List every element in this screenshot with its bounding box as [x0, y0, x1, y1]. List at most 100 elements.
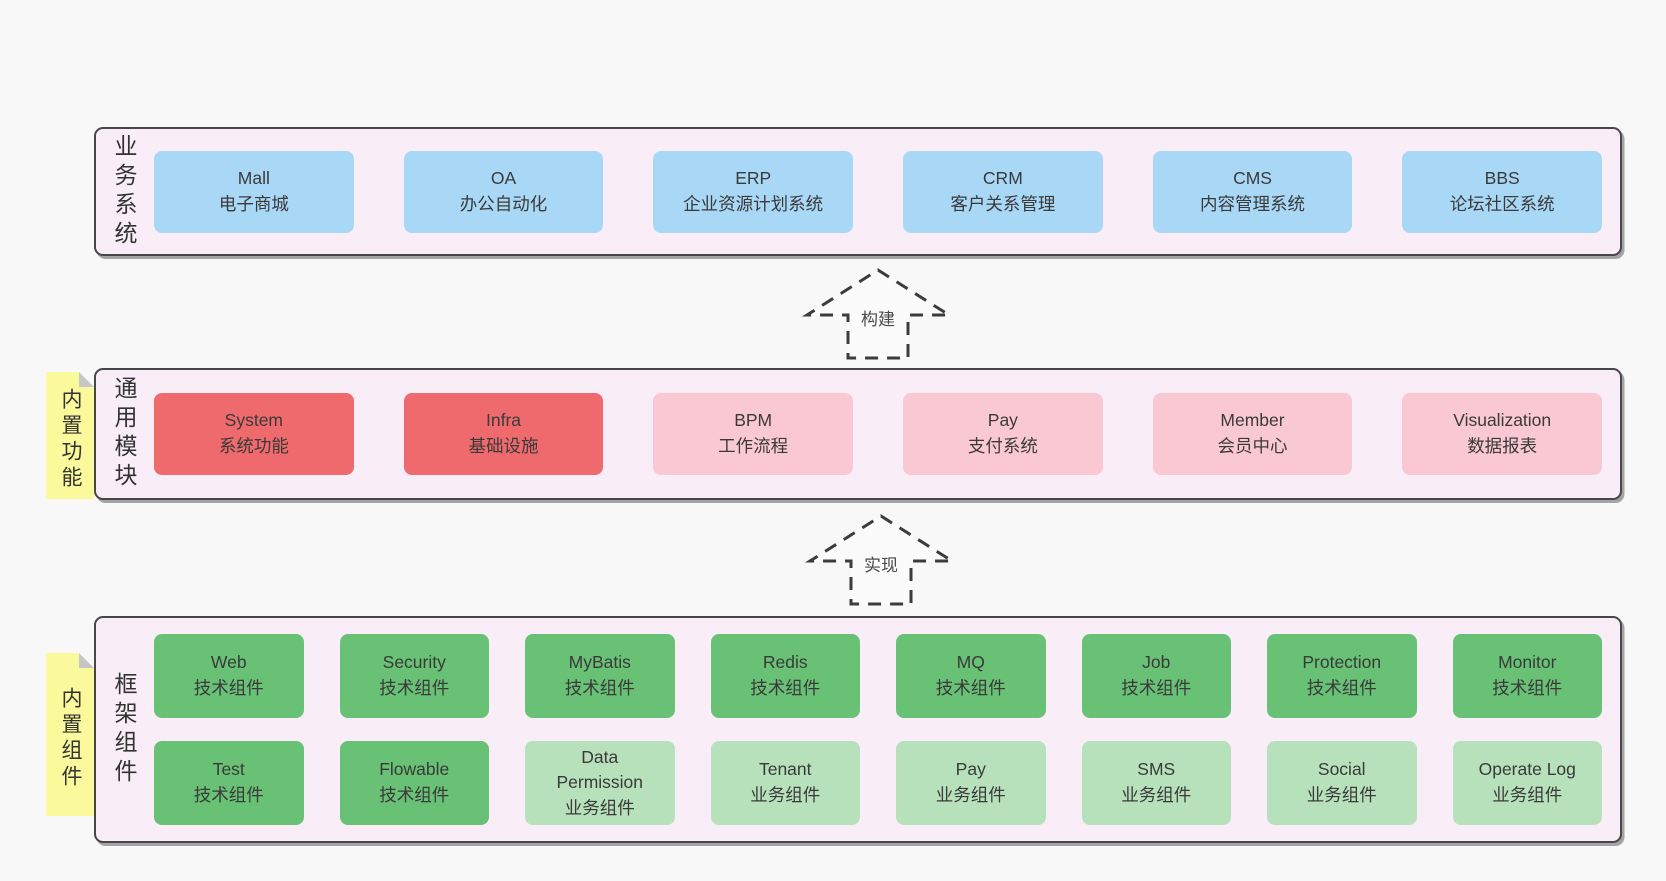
box-pay-system: Pay 支付系统: [903, 393, 1103, 475]
box-pay-component: Pay 业务组件: [896, 741, 1046, 825]
box-name: Visualization: [1453, 410, 1552, 431]
box-name: Test: [212, 759, 245, 780]
box-name: Pay: [987, 410, 1018, 431]
box-subtitle: 技术组件: [1306, 678, 1377, 698]
panel-label-framework-components: 框架组件: [96, 618, 152, 841]
arrow-build-label: 构建: [857, 304, 899, 331]
box-name: Social: [1317, 759, 1366, 780]
box-subtitle: 企业资源计划系统: [683, 193, 824, 214]
box-subtitle: 数据报表: [1467, 436, 1538, 456]
box-name: BBS: [1484, 167, 1520, 188]
panel-label-common-modules: 通用模块: [96, 370, 152, 498]
sticky-note-built-in-components: 内置组件: [46, 653, 94, 816]
note-fold-corner: [79, 372, 94, 387]
box-name: Tenant: [758, 759, 812, 780]
box-name: MQ: [956, 652, 985, 673]
box-redis: Redis 技术组件: [710, 634, 860, 718]
box-subtitle: 工作流程: [718, 436, 789, 456]
box-name: System: [224, 410, 284, 431]
box-job: Job 技术组件: [1081, 634, 1231, 718]
box-bbs: BBS 论坛社区系统: [1402, 150, 1603, 233]
box-bpm: BPM 工作流程: [653, 393, 854, 475]
panel-framework-components: 框架组件 Web 技术组件 Security 技术组件 MyBatis 技术组件…: [94, 616, 1622, 843]
business-boxes-row: Mall 电子商城 OA 办公自动化 ERP 企业资源计划系统 CRM 客户关系…: [152, 129, 1620, 254]
box-cms: CMS 内容管理系统: [1152, 150, 1353, 233]
box-subtitle: 客户关系管理: [950, 193, 1056, 214]
modules-boxes-row: System 系统功能 Infra 基础设施 BPM 工作流程 Pay 支付系统…: [152, 370, 1620, 498]
box-subtitle: 技术组件: [935, 678, 1006, 698]
box-subtitle: 基础设施: [468, 436, 539, 456]
box-sms: SMS 业务组件: [1081, 741, 1231, 825]
panel-common-modules: 通用模块 System 系统功能 Infra 基础设施 BPM 工作流程 Pay…: [94, 368, 1622, 500]
box-name: Web: [210, 652, 247, 673]
box-member: Member 会员中心: [1152, 393, 1353, 475]
box-subtitle: 业务组件: [935, 785, 1006, 805]
box-test: Test 技术组件: [154, 741, 304, 825]
box-subtitle: 电子商城: [218, 193, 289, 214]
box-name: Pay: [955, 759, 986, 780]
box-name: CRM: [982, 167, 1023, 188]
box-name: Operate Log: [1478, 759, 1576, 780]
panel-label-text: 通用模块: [111, 376, 137, 492]
box-subtitle: 技术组件: [1121, 678, 1192, 698]
box-subtitle: 技术组件: [750, 678, 821, 698]
arrow-build: 构建: [801, 266, 955, 361]
box-subtitle: 会员中心: [1217, 436, 1288, 456]
box-name: MyBatis: [568, 652, 631, 673]
box-subtitle: 技术组件: [379, 785, 450, 805]
box-visualization: Visualization 数据报表: [1402, 393, 1603, 475]
box-subtitle: 技术组件: [193, 678, 264, 698]
box-subtitle: 业务组件: [1306, 785, 1377, 805]
box-name: CMS: [1233, 167, 1272, 188]
box-tenant: Tenant 业务组件: [710, 741, 860, 825]
box-subtitle: 技术组件: [379, 678, 450, 698]
box-name: Member: [1220, 410, 1285, 431]
box-subtitle: 技术组件: [193, 785, 264, 805]
box-subtitle: 业务组件: [564, 797, 635, 818]
box-subtitle: 业务组件: [750, 785, 821, 805]
panel-label-business-systems: 业务系统: [96, 129, 152, 254]
arrow-implement: 实现: [804, 512, 958, 607]
box-infra: Infra 基础设施: [403, 393, 604, 475]
box-oa: OA 办公自动化: [403, 150, 604, 233]
box-subtitle: 业务组件: [1121, 785, 1192, 805]
box-name: ERP: [735, 167, 772, 188]
box-web: Web 技术组件: [154, 634, 304, 718]
box-name: Data Permission: [556, 746, 644, 793]
box-name: Monitor: [1498, 652, 1557, 673]
box-mq: MQ 技术组件: [896, 634, 1046, 718]
box-subtitle: 技术组件: [1492, 678, 1563, 698]
arrow-implement-label: 实现: [860, 550, 902, 577]
box-operate-log: Operate Log 业务组件: [1452, 741, 1602, 825]
box-subtitle: 系统功能: [218, 436, 289, 456]
note-text: 内置组件: [59, 686, 82, 791]
box-name: SMS: [1137, 759, 1176, 780]
note-text: 内置功能: [59, 387, 82, 492]
box-monitor: Monitor 技术组件: [1452, 634, 1602, 718]
box-subtitle: 论坛社区系统: [1449, 193, 1555, 214]
box-system: System 系统功能: [154, 393, 354, 475]
box-crm: CRM 客户关系管理: [903, 150, 1103, 233]
box-subtitle: 支付系统: [967, 436, 1038, 456]
box-mybatis: MyBatis 技术组件: [525, 634, 675, 718]
sticky-note-built-in-features: 内置功能: [46, 372, 94, 499]
panel-business-systems: 业务系统 Mall 电子商城 OA 办公自动化 ERP 企业资源计划系统 CRM…: [94, 127, 1622, 256]
components-boxes-grid: Web 技术组件 Security 技术组件 MyBatis 技术组件 Redi…: [152, 618, 1620, 841]
box-security: Security 技术组件: [339, 634, 489, 718]
box-name: Infra: [485, 410, 522, 431]
panel-label-text: 业务系统: [111, 133, 137, 250]
box-name: BPM: [734, 410, 773, 431]
box-name: Job: [1142, 652, 1171, 673]
box-name: OA: [490, 167, 517, 188]
box-subtitle: 办公自动化: [459, 193, 548, 214]
box-social: Social 业务组件: [1267, 741, 1417, 825]
box-name: Mall: [237, 167, 270, 188]
box-flowable: Flowable 技术组件: [339, 741, 489, 825]
panel-label-text: 框架组件: [111, 671, 137, 788]
box-mall: Mall 电子商城: [154, 150, 354, 233]
box-data-permission: Data Permission 业务组件: [525, 741, 675, 825]
note-fold-corner: [79, 653, 94, 668]
box-subtitle: 业务组件: [1492, 785, 1563, 805]
box-name: Security: [382, 652, 446, 673]
box-erp: ERP 企业资源计划系统: [653, 150, 854, 233]
